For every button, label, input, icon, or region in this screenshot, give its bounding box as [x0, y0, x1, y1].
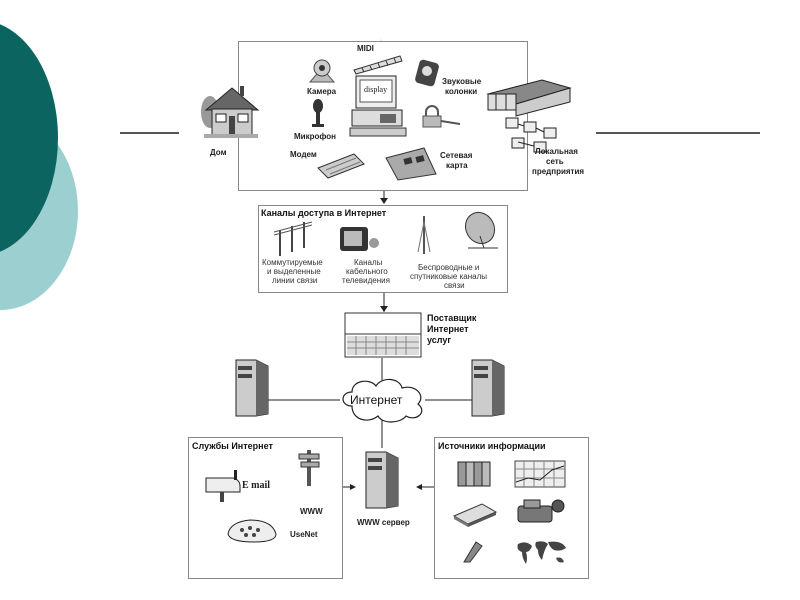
- books-icon: [457, 461, 491, 487]
- www-server-icon: [365, 451, 399, 509]
- access-item-2-line1: Каналы: [354, 258, 383, 267]
- www-label: WWW: [300, 507, 323, 516]
- video-camera-icon: [517, 499, 565, 523]
- microscope-icon: [463, 541, 483, 563]
- modem-label: Модем: [290, 150, 317, 159]
- network-card-label-line1: Сетевая: [440, 151, 473, 160]
- www-signpost-icon: [298, 450, 320, 486]
- access-item-3-line1: Беспроводные и: [418, 263, 480, 272]
- microphone-label: Микрофон: [294, 132, 336, 141]
- chart-grid-icon: [514, 460, 566, 488]
- internet-cloud-icon: [342, 378, 423, 423]
- satellite-dish-icon: [464, 211, 498, 249]
- house-label: Дом: [210, 148, 227, 157]
- modem-icon: [317, 153, 365, 179]
- lock-icon: [422, 105, 461, 128]
- midi-keyboard-icon: [353, 55, 403, 75]
- provider-label-line2: Интернет: [427, 324, 469, 334]
- network-card-label-line2: карта: [446, 161, 468, 170]
- speakers-label-line2: колонки: [445, 87, 478, 96]
- access-channels-title: Каналы доступа в Интернет: [261, 208, 387, 218]
- cable-tv-icon: [340, 227, 379, 251]
- enterprise-building-icon: [486, 79, 572, 117]
- internet-services-panel: [188, 437, 343, 579]
- panel-handle: ◦: [380, 38, 383, 44]
- network-card-icon: [385, 147, 437, 181]
- speakers-label-line1: Звуковые: [442, 77, 482, 86]
- access-item-3-line3: связи: [444, 281, 465, 290]
- internet-label: Интернет: [350, 393, 403, 407]
- right-server-icon: [471, 359, 505, 417]
- access-item-2-line3: телевидения: [342, 276, 390, 285]
- display-label: display: [364, 85, 388, 94]
- mailbox-icon: [205, 470, 241, 502]
- www-server-label: WWW сервер: [357, 518, 410, 527]
- usenet-phone-icon: [227, 519, 277, 543]
- camera-label: Камера: [307, 87, 337, 96]
- scanner-icon: [452, 503, 498, 527]
- world-map-icon: [517, 541, 566, 564]
- lan-label-line3: предприятия: [532, 167, 585, 176]
- services-title: Службы Интернет: [192, 441, 273, 451]
- access-item-1-line2: и выделенные: [267, 267, 321, 276]
- lan-label-line2: сеть: [546, 157, 564, 166]
- lan-computers-icon: [505, 117, 557, 153]
- left-server-icon: [235, 359, 269, 417]
- right-rule: [596, 132, 760, 134]
- access-item-1-line1: Коммутируемые: [262, 258, 323, 267]
- lan-label-line1: Локальная: [535, 147, 578, 156]
- speakers-icon: [415, 59, 439, 87]
- computer-icon: [349, 75, 407, 137]
- provider-label-line1: Поставщик: [427, 313, 477, 323]
- access-channels-panel: [258, 205, 508, 293]
- access-item-2-line2: кабельного: [346, 267, 388, 276]
- camera-icon: [308, 59, 336, 83]
- sources-title: Источники информации: [438, 441, 546, 451]
- usenet-label: UseNet: [290, 530, 318, 539]
- provider-server-rack-icon: [344, 312, 422, 358]
- house-icon: [201, 86, 260, 138]
- microphone-icon: [312, 99, 324, 127]
- antenna-icon: [417, 216, 431, 254]
- midi-label: MIDI: [357, 44, 374, 53]
- email-label: E mail: [242, 480, 271, 491]
- provider-label-line3: услуг: [427, 335, 452, 345]
- telephone-pole-icon: [273, 221, 313, 256]
- access-item-3-line2: спутниковые каналы: [410, 272, 488, 281]
- left-rule: [120, 132, 179, 134]
- access-item-1-line3: линии связи: [272, 276, 318, 285]
